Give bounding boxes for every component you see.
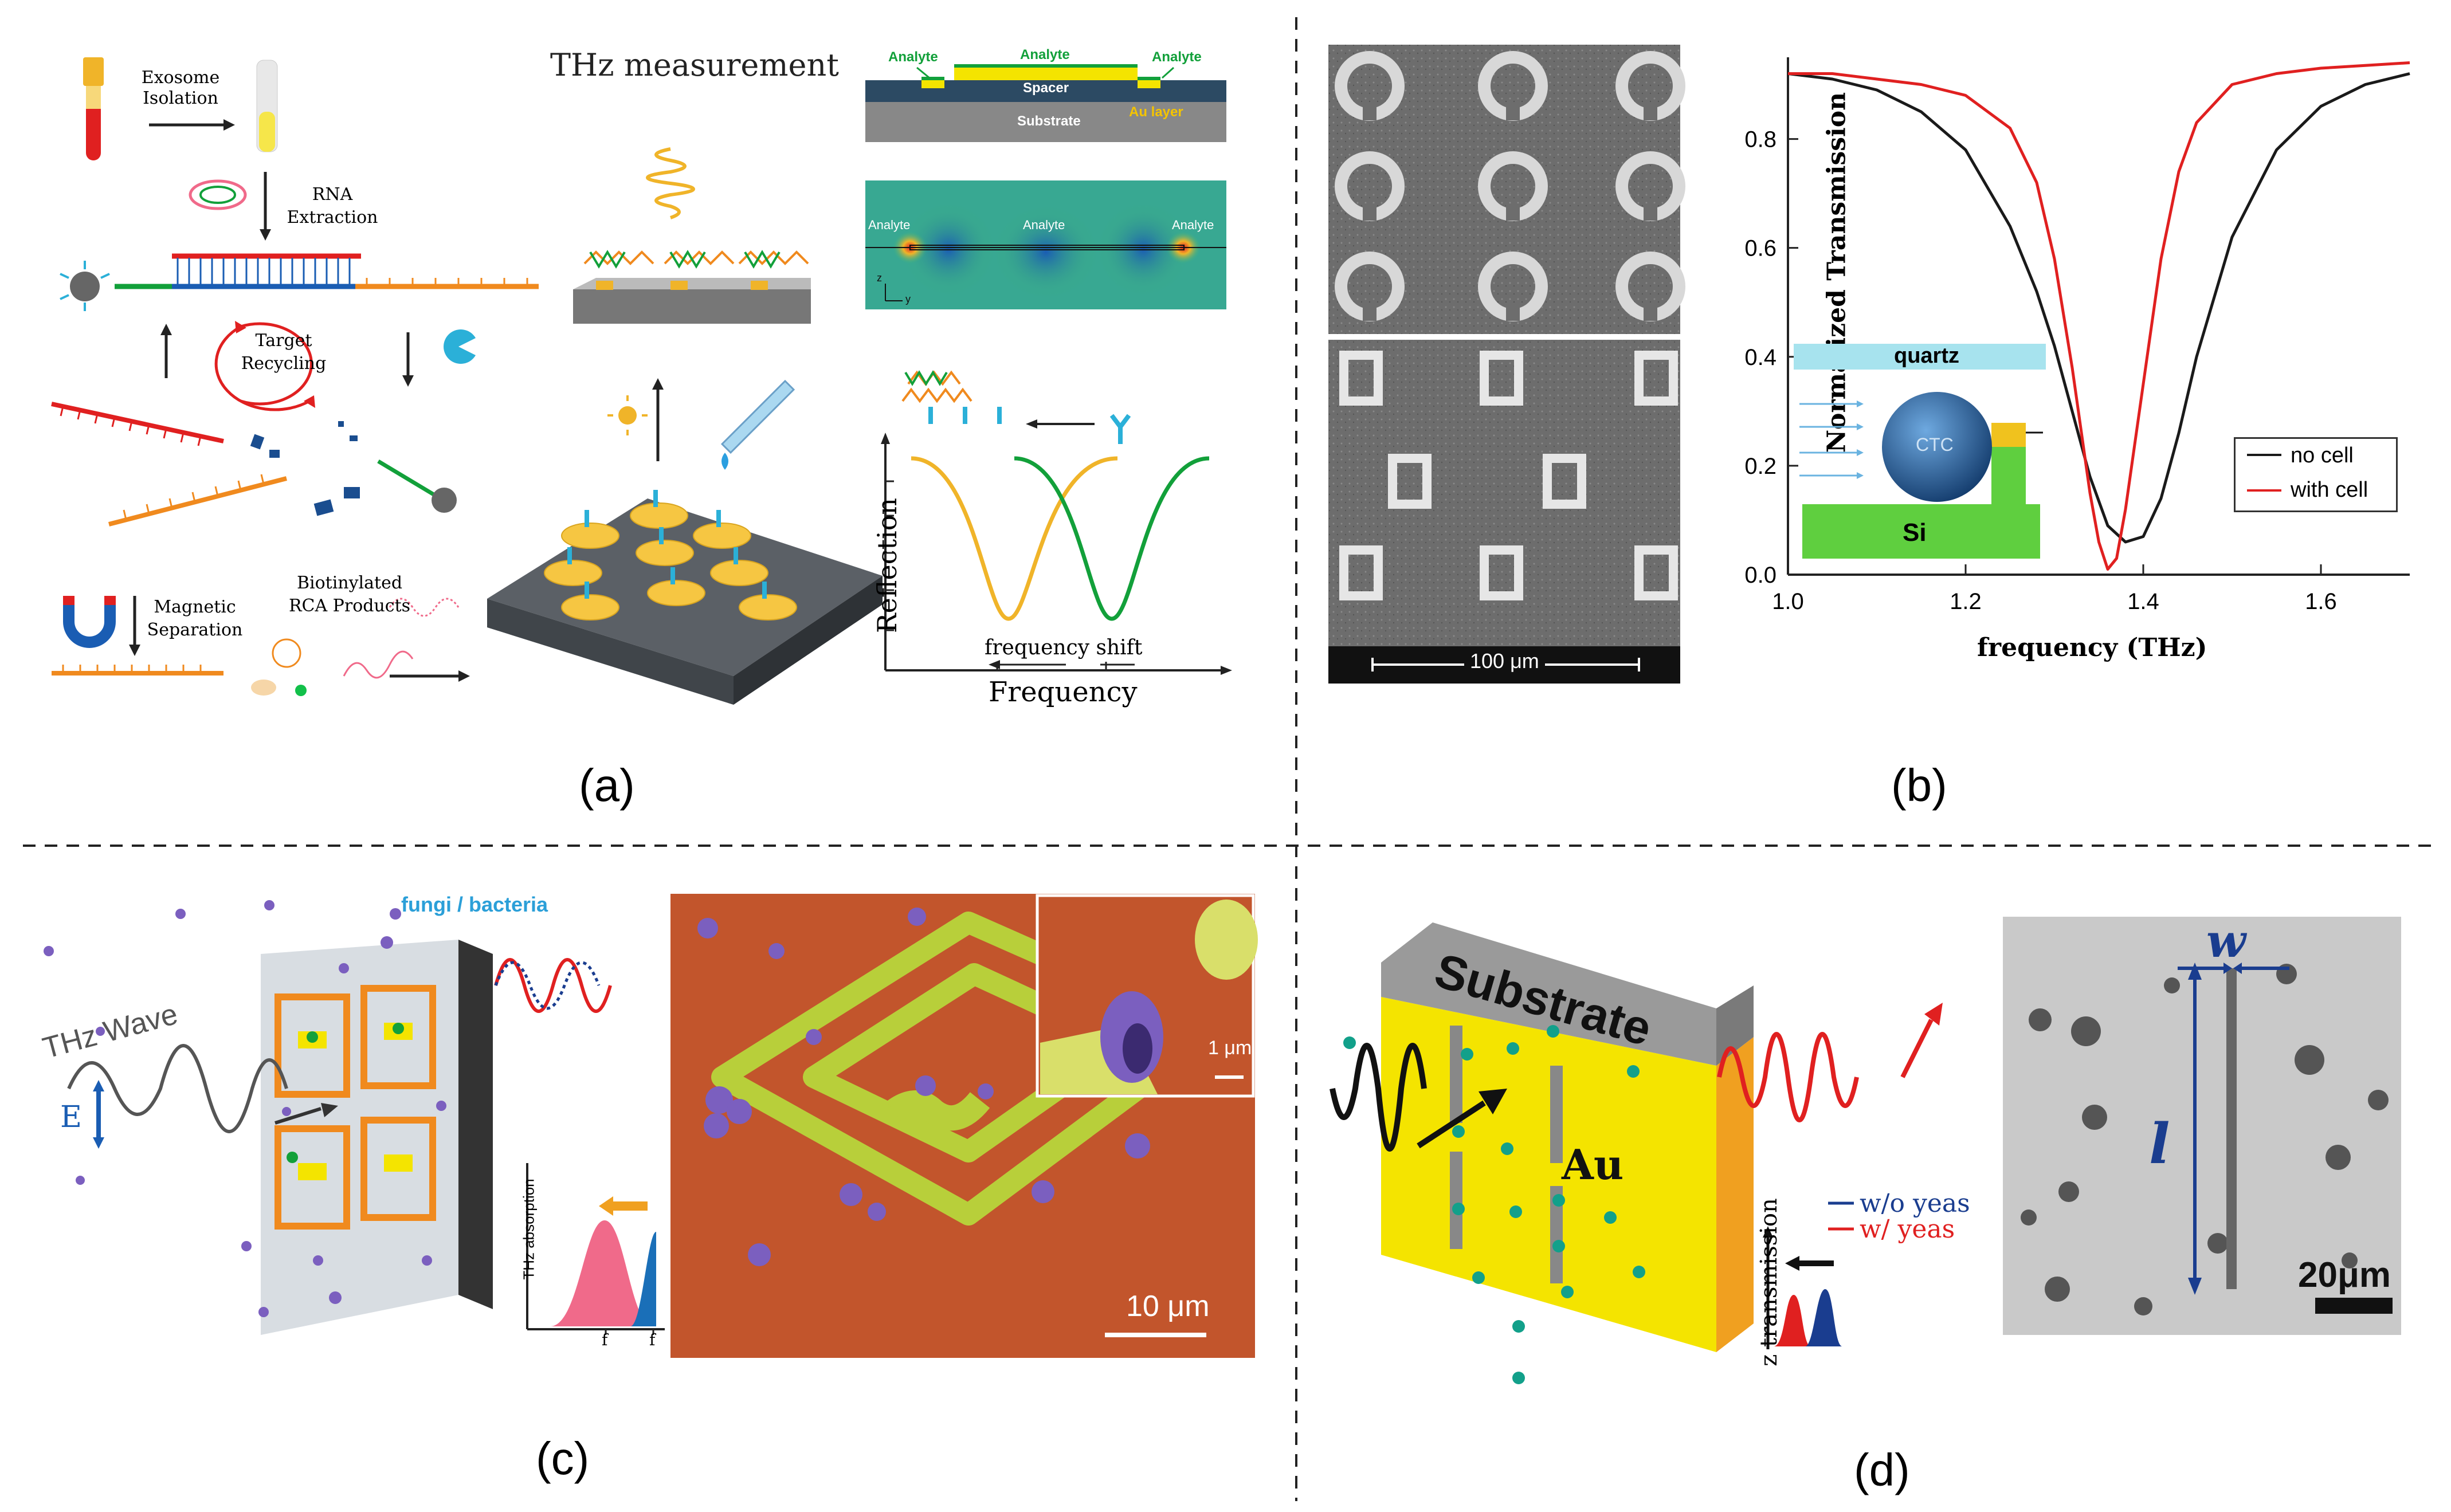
layer-spacer-label: Spacer	[1023, 80, 1069, 96]
series-line-no-cell	[1787, 72, 2410, 544]
magnet-icon	[63, 596, 116, 648]
chart-b-y-tick-label: 0.4	[1744, 345, 1777, 370]
reflection-xlabel: Frequency	[989, 676, 1138, 708]
pacman-enzyme-icon	[444, 329, 476, 364]
slit-width-label: w	[2206, 914, 2246, 968]
slit-length-label: l	[2149, 1112, 2170, 1176]
layer-analyte-left: Analyte	[888, 49, 938, 65]
inset-quartz-label: quartz	[1894, 344, 1959, 368]
sem-inset-scale: 1 μm	[1208, 1037, 1252, 1059]
fragment-pieces	[250, 421, 360, 516]
field-analyte-center: Analyte	[1023, 218, 1065, 232]
chart-b-y-tick-label: 0.2	[1744, 454, 1777, 479]
measurement-chip	[573, 250, 811, 324]
resonator-chip	[487, 490, 883, 705]
antibody-icon	[1109, 414, 1131, 444]
legend-swatch-with-cell	[2247, 489, 2281, 492]
sun-icon	[607, 395, 648, 435]
thz-measurement-title: THz measurement	[550, 47, 839, 83]
reflection-plot	[881, 370, 1232, 675]
blood-tube-icon	[83, 57, 104, 160]
field-axis-y: y	[905, 293, 911, 305]
field-axis-z: z	[877, 272, 882, 284]
chart-b-x-tick-label: 1.0	[1772, 589, 1804, 614]
panel-a-label: (a)	[579, 760, 635, 811]
frequency-shift-label: frequency shift	[985, 636, 1143, 659]
chart-b-y-tick-label: 0.0	[1744, 563, 1777, 588]
inset-si-label: Si	[1903, 519, 1927, 547]
sem-scale-bar: 10 μm	[1126, 1290, 1210, 1323]
rna-loop-icon	[189, 179, 247, 210]
f-label-2: f	[649, 1330, 656, 1349]
legend-label-with-cell: with cell	[2291, 478, 2368, 502]
panel-b-label: (b)	[1891, 760, 1947, 811]
chart-b-x-tick-label: 1.2	[1950, 589, 1982, 614]
e-field-label: E	[60, 1100, 82, 1134]
layer-au-label: Au layer	[1129, 104, 1183, 120]
rca-circle-icon	[272, 638, 301, 668]
layer-schematic	[865, 64, 1226, 142]
panel-b-scale-bar: 100 μm	[1464, 649, 1545, 673]
pipette-icon	[720, 379, 795, 470]
legend-without-yeast: w/o yeas	[1860, 1189, 1970, 1218]
legend-label-no-cell: no cell	[2291, 443, 2354, 468]
f-label-1: f	[602, 1330, 608, 1349]
thz-wave-icon	[646, 147, 695, 219]
layer-substrate-label: Substrate	[1017, 113, 1081, 129]
layer-analyte-center: Analyte	[1020, 47, 1070, 62]
field-analyte-left: Analyte	[868, 218, 911, 232]
recycling-arrow	[240, 322, 313, 406]
orange-strand	[108, 474, 287, 527]
chart-b-legend: no cell with cell	[2234, 437, 2398, 512]
layer-analyte-right: Analyte	[1152, 49, 1202, 65]
au-label: Au	[1562, 1140, 1624, 1189]
chart-b-x-tick-label: 1.4	[2127, 589, 2159, 614]
exosome-tube-icon	[256, 60, 278, 152]
fluorescent-dot-icon	[295, 685, 307, 696]
fungi-bacteria-label: fungi / bacteria	[401, 893, 548, 916]
inset-ctc-label: CTC	[1916, 434, 1954, 455]
chart-b-y-tick-label: 0.8	[1744, 127, 1777, 152]
bead-with-strand	[377, 459, 457, 513]
field-map	[865, 180, 1226, 309]
dna-strand	[115, 253, 539, 289]
chart-b-y-tick-label: 0.6	[1744, 236, 1777, 261]
transmission-axis-label: z transmission	[1755, 1198, 1782, 1366]
panel-d-label: (d)	[1854, 1444, 1910, 1495]
chart-b-x-tick-label: 1.6	[2305, 589, 2337, 614]
panel-d-scale: 20μm	[2298, 1255, 2391, 1295]
series-line-with-cell	[1788, 61, 2410, 571]
magnetic-bead-icon	[60, 261, 110, 311]
red-strand	[51, 402, 224, 446]
chart-b-xlabel: frequency (THz)	[1977, 633, 2207, 662]
legend-with-yeast: w/ yeas	[1860, 1215, 1955, 1244]
legend-swatch-no-cell	[2247, 454, 2281, 456]
panel-c-label: (c)	[536, 1433, 590, 1484]
field-analyte-right: Analyte	[1172, 218, 1214, 232]
